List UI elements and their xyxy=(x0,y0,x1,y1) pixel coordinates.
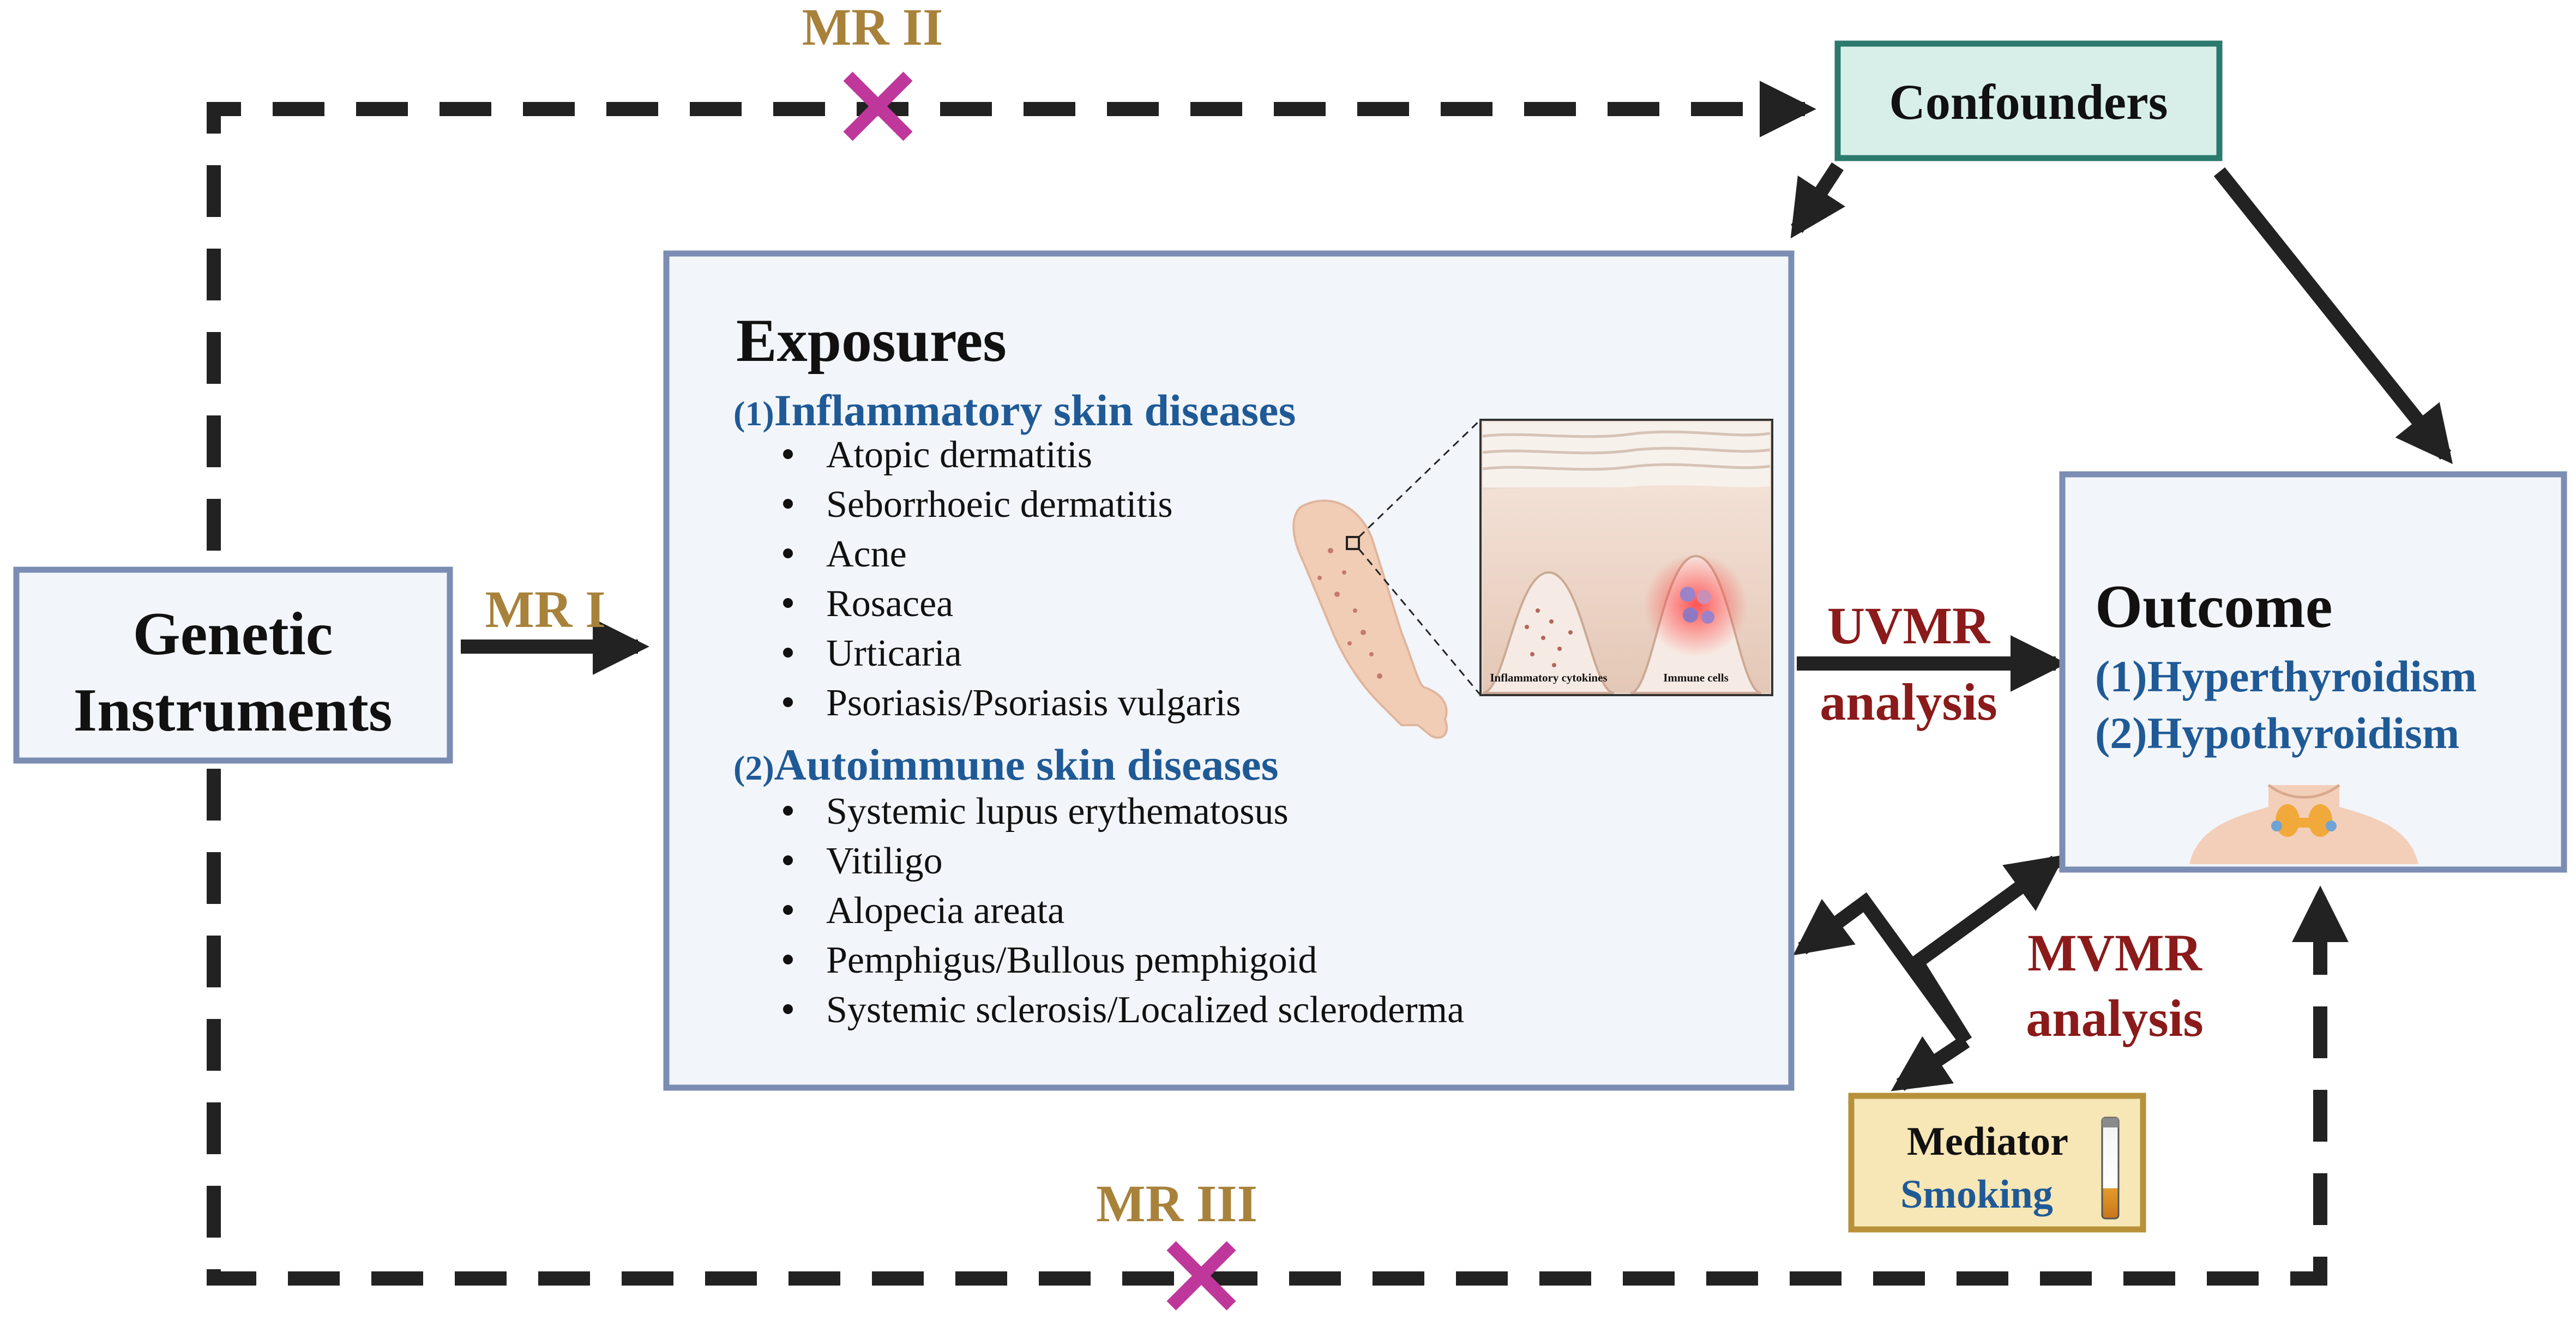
cigarette-icon xyxy=(2101,1117,2120,1220)
genetic-instruments-line2: Instruments xyxy=(74,677,393,744)
list-item: Systemic lupus erythematosus xyxy=(826,791,1289,833)
cytokines-caption: Inflammatory cytokines xyxy=(1490,671,1607,684)
list-item: Psoriasis/Psoriasis vulgaris xyxy=(826,682,1241,724)
list-item: Rosacea xyxy=(826,583,953,625)
uvmr-label-line1: UVMR xyxy=(1827,596,1991,655)
to-mediator-arrow xyxy=(1891,1035,1970,1091)
zoom-lines xyxy=(1358,419,1482,696)
inflammatory-heading: (1)Inflammatory skin diseases xyxy=(733,385,1296,435)
mediator-to-exposures-arrow xyxy=(1793,892,1972,1046)
dashed-paths xyxy=(207,81,2349,1286)
list-item: Systemic sclerosis/Localized scleroderma xyxy=(826,989,1464,1031)
mr3-label: MR III xyxy=(1096,1174,1257,1233)
list-item: Pemphigus/Bullous pemphigoid xyxy=(826,939,1317,981)
immune-cells-caption: Immune cells xyxy=(1663,671,1729,684)
thyroid-illustration xyxy=(2189,783,2418,864)
confounders-to-outcome-arrow xyxy=(2213,167,2453,465)
mr3-dashed-path xyxy=(207,769,2349,1286)
autoimmune-heading-text: Autoimmune skin diseases xyxy=(774,740,1279,789)
list-item: Vitiligo xyxy=(826,840,943,882)
mvmr-label-line1: MVMR xyxy=(2027,924,2203,982)
mvmr-label-line2: analysis xyxy=(2026,989,2203,1047)
outcome-title: Outcome xyxy=(2095,573,2332,641)
outcome-item-hypothyroidism: (2)Hypothyroidism xyxy=(2095,708,2459,758)
confounders-label: Confounders xyxy=(1889,74,2168,130)
uvmr-analysis-label: UVMR analysis xyxy=(1820,596,1997,731)
outcome-item-hyperthyroidism: (1)Hyperthyroidism xyxy=(2095,652,2477,701)
list-item: Seborrhoeic dermatitis xyxy=(826,484,1173,526)
mr1-label: MR I xyxy=(485,580,605,638)
confounders-to-exposures-arrow xyxy=(1790,162,1846,239)
list-item: Atopic dermatitis xyxy=(826,434,1092,476)
autoimmune-list: Systemic lupus erythematosus Vitiligo Al… xyxy=(783,791,1464,1031)
solid-arrows xyxy=(461,162,2453,1091)
outcome-box: Outcome (1)Hyperthyroidism (2)Hypothyroi… xyxy=(2059,471,2567,873)
mr2-label: MR II xyxy=(802,0,943,56)
uvmr-label-line2: analysis xyxy=(1820,673,1997,731)
genetic-instruments-line1: Genetic xyxy=(133,600,333,668)
inflammatory-list: Atopic dermatitis Seborrhoeic dermatitis… xyxy=(783,434,1241,724)
mediator-box: Mediator Smoking xyxy=(1848,1093,2146,1233)
mr3-cross-icon xyxy=(1166,1241,1236,1311)
list-item: Acne xyxy=(826,533,907,575)
skin-section-illustration: Inflammatory cytokines Immune cells xyxy=(1479,419,1773,696)
exposures-box: Exposures (1)Inflammatory skin diseases … xyxy=(663,250,1795,1091)
mr2-cross-icon xyxy=(843,71,913,141)
confounders-box: Confounders xyxy=(1834,40,2223,161)
inflammatory-number: (1) xyxy=(733,394,774,433)
mvmr-analysis-label: MVMR analysis xyxy=(2026,924,2203,1047)
arm-illustration xyxy=(1292,499,1448,739)
mediator-to-outcome-arrow xyxy=(1907,854,2065,1045)
genetic-instruments-box: Genetic Instruments xyxy=(13,566,453,764)
mr2-dashed-path xyxy=(207,81,1816,551)
mediator-value: Smoking xyxy=(1900,1172,2053,1217)
autoimmune-heading: (2)Autoimmune skin diseases xyxy=(733,740,1279,789)
list-item: Urticaria xyxy=(826,632,962,674)
exposures-title: Exposures xyxy=(736,307,1007,375)
mediator-label: Mediator xyxy=(1907,1119,2068,1164)
inflammatory-heading-text: Inflammatory skin diseases xyxy=(774,385,1296,435)
list-item: Alopecia areata xyxy=(826,890,1064,932)
autoimmune-number: (2) xyxy=(733,749,774,787)
